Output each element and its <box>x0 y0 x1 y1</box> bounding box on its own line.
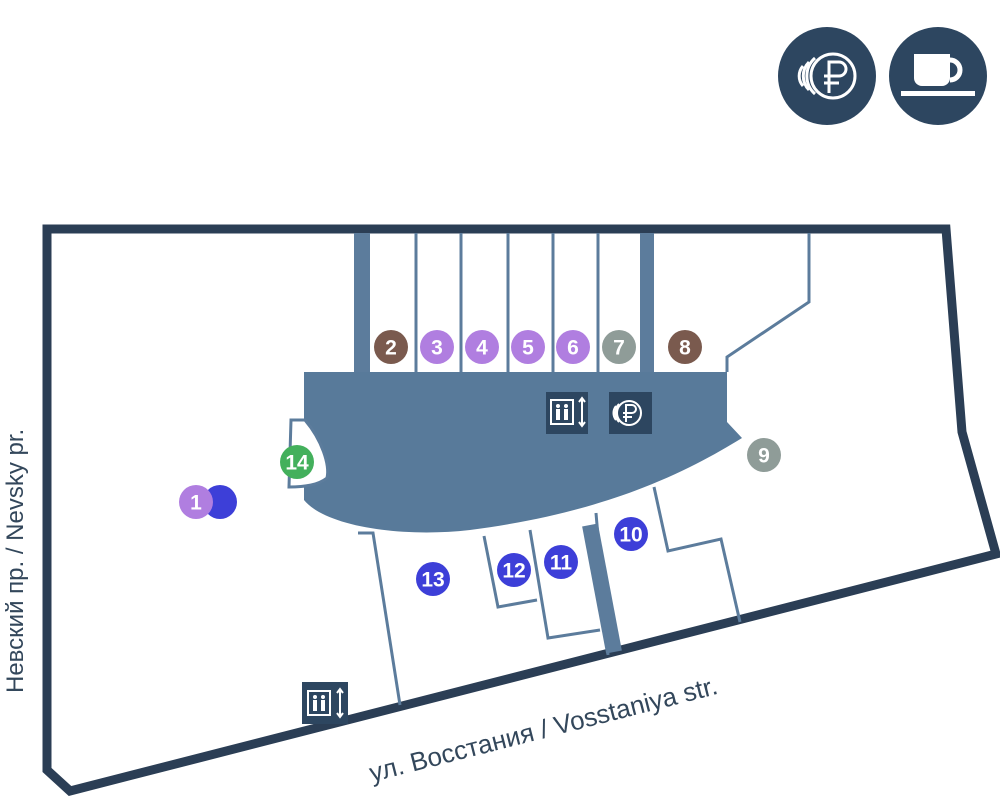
street-label-nevsky: Невский пр. / Nevsky pr. <box>2 429 29 693</box>
legend-coffee-icon[interactable] <box>889 27 987 125</box>
legend-atm-icon[interactable] <box>778 27 876 125</box>
marker-5[interactable]: 5 <box>511 330 545 364</box>
marker-11[interactable]: 11 <box>544 545 578 579</box>
marker-1-secondary <box>203 485 237 519</box>
marker-10-label: 10 <box>619 524 642 547</box>
atm-ruble-icon <box>609 392 652 434</box>
central-column-wall <box>582 523 622 654</box>
marker-14-label: 14 <box>285 452 309 475</box>
marker-14[interactable]: 14 <box>280 445 314 479</box>
elevator-icon <box>302 682 348 724</box>
marker-13-label: 13 <box>421 569 444 592</box>
marker-11-label: 11 <box>550 552 573 575</box>
marker-6[interactable]: 6 <box>556 330 590 364</box>
marker-2-label: 2 <box>385 337 397 360</box>
marker-3-label: 3 <box>431 337 443 360</box>
marker-9-label: 9 <box>758 445 770 468</box>
marker-4[interactable]: 4 <box>465 330 499 364</box>
marker-13[interactable]: 13 <box>416 562 450 596</box>
shop-markers: 1 2 3 4 5 6 7 8 9 10 11 12 13 14 <box>179 330 781 596</box>
marker-5-label: 5 <box>522 337 534 360</box>
top-shop-partitions <box>354 233 811 372</box>
marker-3[interactable]: 3 <box>420 330 454 364</box>
marker-10[interactable]: 10 <box>614 517 648 551</box>
marker-4-label: 4 <box>476 337 488 360</box>
marker-8[interactable]: 8 <box>668 330 702 364</box>
marker-7-label: 7 <box>613 337 625 360</box>
elevator-icon <box>546 392 588 434</box>
marker-12[interactable]: 12 <box>497 553 531 587</box>
marker-1-label: 1 <box>190 492 202 515</box>
marker-2[interactable]: 2 <box>374 330 408 364</box>
marker-7[interactable]: 7 <box>602 330 636 364</box>
marker-8-label: 8 <box>679 337 691 360</box>
marker-6-label: 6 <box>567 337 579 360</box>
marker-1[interactable]: 1 <box>179 485 213 519</box>
marker-9[interactable]: 9 <box>747 438 781 472</box>
marker-12-label: 12 <box>502 560 525 583</box>
